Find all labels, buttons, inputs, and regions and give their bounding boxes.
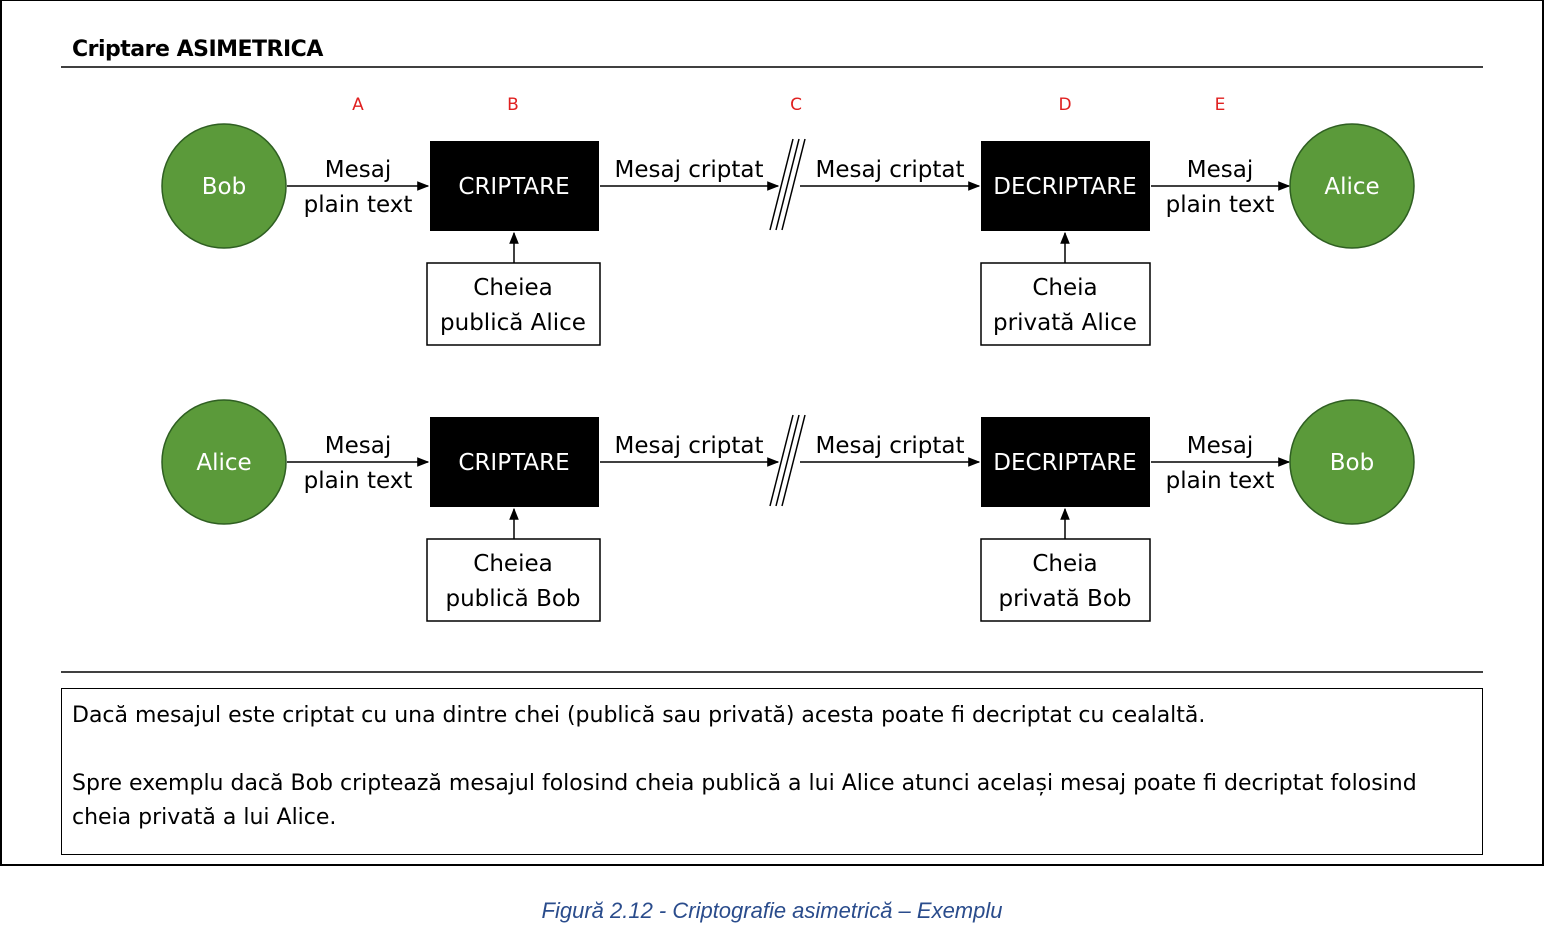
encryption-key-box <box>426 538 601 622</box>
plaintext-out-label-line2: plain text <box>1166 192 1275 218</box>
explanation-paragraph-2: Spre exemplu dacă Bob criptează mesajul … <box>72 771 1417 830</box>
plaintext-in-label-line2: plain text <box>304 192 413 218</box>
decrypt-label: DECRIPTARE <box>993 450 1136 476</box>
decryption-key-line2: privată Bob <box>998 586 1131 612</box>
encryption-key-line2: publică Alice <box>440 310 586 336</box>
ciphertext-out-label: Mesaj criptat <box>615 433 764 459</box>
plaintext-out-label-line1: Mesaj <box>1187 157 1253 183</box>
figure-caption: Figură 2.12 - Criptografie asimetrică – … <box>541 898 1003 923</box>
flow-row-2: Alice Mesaj plain text CRIPTARE Cheiea p… <box>161 399 1415 622</box>
encrypt-box <box>430 417 599 507</box>
decrypt-label: DECRIPTARE <box>993 174 1136 200</box>
decryption-key-box <box>980 538 1151 622</box>
decryption-key-line1: Cheia <box>1032 275 1097 301</box>
column-label-c: C <box>790 95 802 115</box>
encrypt-label: CRIPTARE <box>458 450 569 476</box>
column-label-a: A <box>352 95 364 115</box>
flow-row-1: Bob Mesaj plain text CRIPTARE Cheiea pub… <box>161 123 1415 346</box>
plaintext-out-label-line1: Mesaj <box>1187 433 1253 459</box>
sender-node <box>161 123 287 249</box>
asymmetric-encryption-diagram: Criptare ASIMETRICA A B C D E Bob Mesaj … <box>61 37 1483 673</box>
sender-label: Bob <box>202 174 246 200</box>
channel-break-marks <box>769 138 806 231</box>
receiver-label: Alice <box>1324 174 1379 200</box>
explanation-paragraph-1: Dacă mesajul este criptat cu una dintre … <box>72 703 1206 728</box>
encryption-key-box <box>426 262 601 346</box>
receiver-label: Bob <box>1330 450 1374 476</box>
column-label-e: E <box>1215 95 1226 115</box>
decrypt-box <box>981 141 1150 231</box>
decryption-key-box <box>980 262 1151 346</box>
sender-label: Alice <box>196 450 251 476</box>
plaintext-out-label-line2: plain text <box>1166 468 1275 494</box>
receiver-node <box>1289 399 1415 525</box>
plaintext-in-label-line1: Mesaj <box>325 433 391 459</box>
ciphertext-in-label: Mesaj criptat <box>816 157 965 183</box>
sender-node <box>161 399 287 525</box>
column-label-d: D <box>1058 95 1071 115</box>
ciphertext-in-label: Mesaj criptat <box>816 433 965 459</box>
encryption-key-line1: Cheiea <box>473 551 552 577</box>
encryption-key-line2: publică Bob <box>445 586 580 612</box>
column-label-b: B <box>507 95 519 115</box>
decrypt-box <box>981 417 1150 507</box>
explanation-box: Dacă mesajul este criptat cu una dintre … <box>61 688 1483 855</box>
encrypt-box <box>430 141 599 231</box>
decryption-key-line2: privată Alice <box>993 310 1137 336</box>
diagram-title: Criptare ASIMETRICA <box>72 37 323 62</box>
decryption-key-line1: Cheia <box>1032 551 1097 577</box>
plaintext-in-label-line1: Mesaj <box>325 157 391 183</box>
encryption-key-line1: Cheiea <box>473 275 552 301</box>
channel-break-marks <box>769 414 806 507</box>
ciphertext-out-label: Mesaj criptat <box>615 157 764 183</box>
encrypt-label: CRIPTARE <box>458 174 569 200</box>
receiver-node <box>1289 123 1415 249</box>
plaintext-in-label-line2: plain text <box>304 468 413 494</box>
